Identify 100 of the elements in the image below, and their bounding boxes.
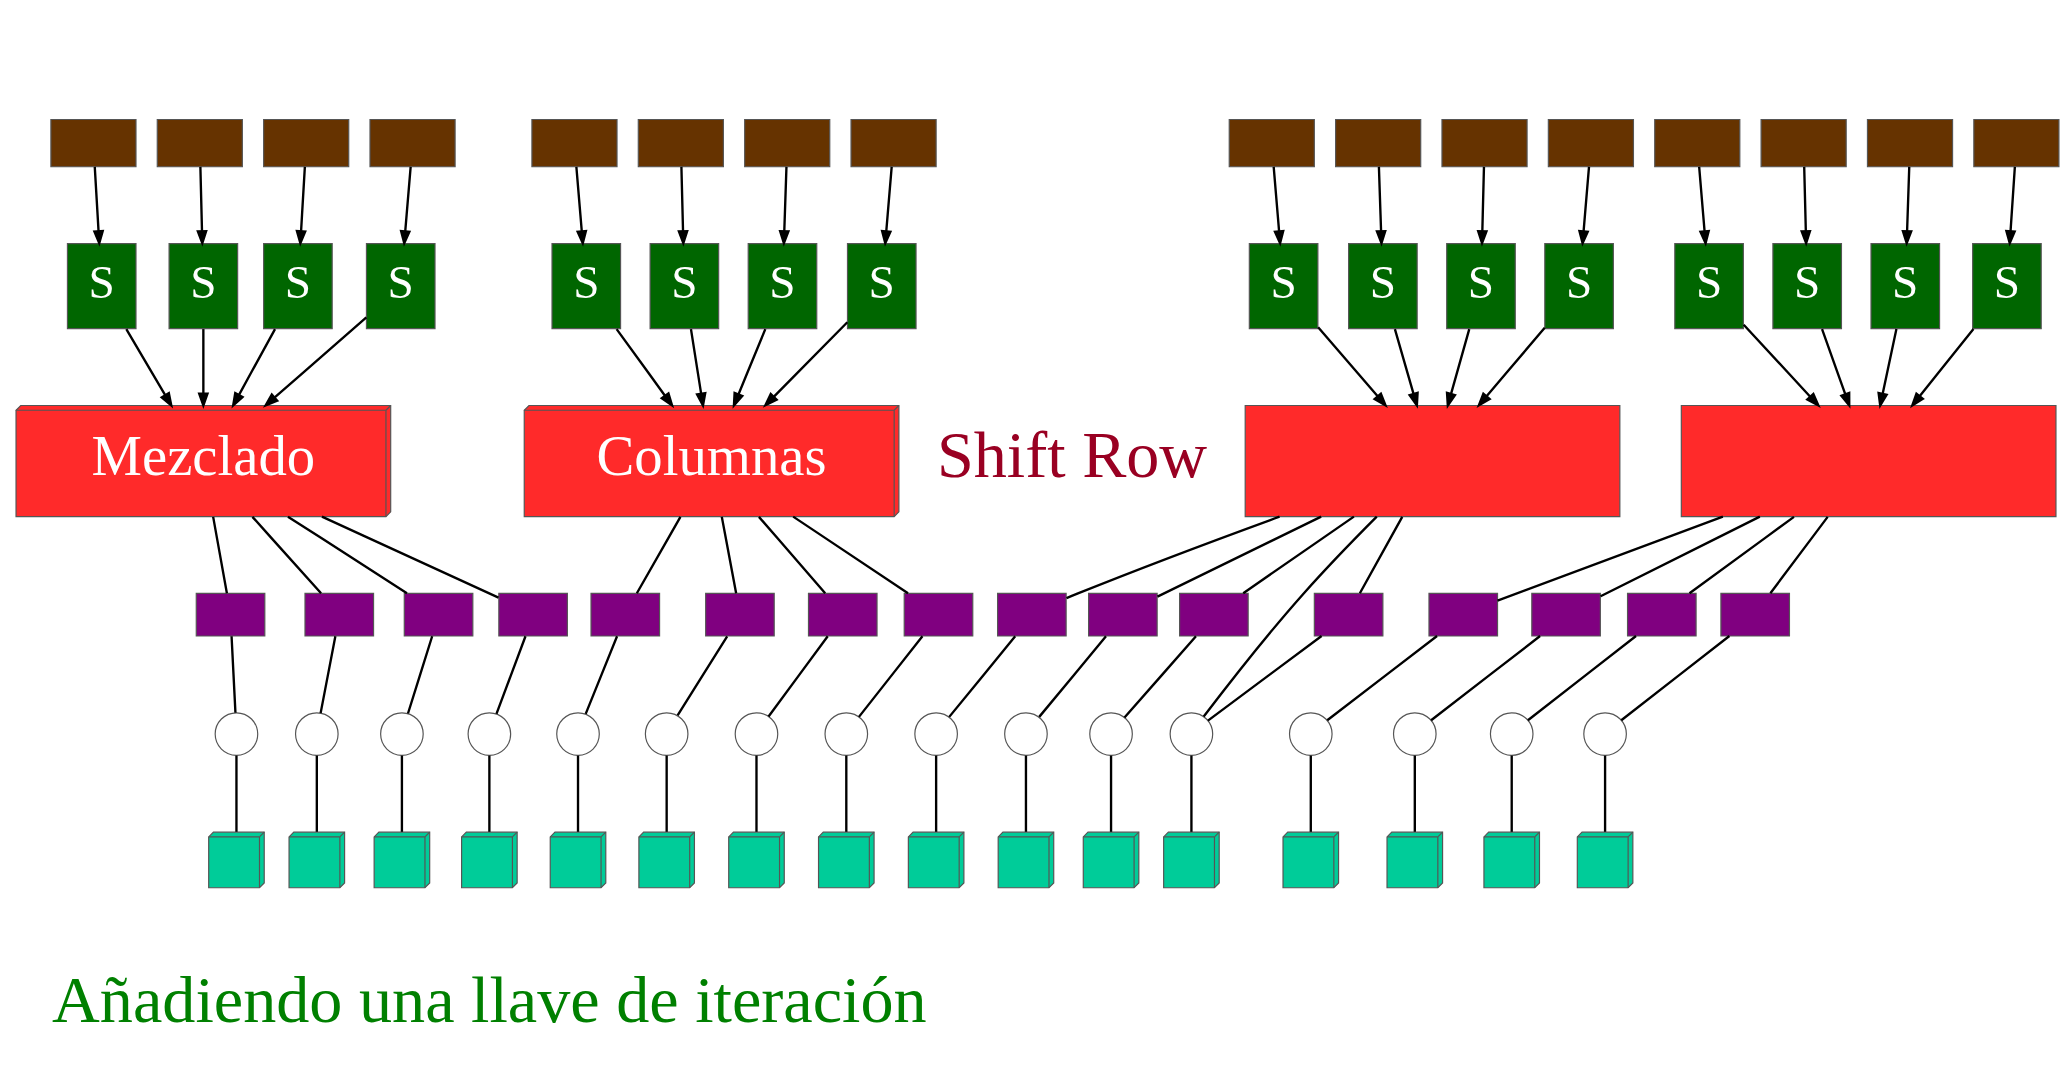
connector bbox=[1430, 635, 1541, 722]
connector bbox=[230, 636, 237, 713]
node-box: S bbox=[1674, 243, 1744, 330]
connector bbox=[755, 755, 758, 832]
connector bbox=[665, 755, 668, 832]
arrow bbox=[880, 166, 893, 247]
connector bbox=[1326, 635, 1438, 722]
label: Shift Row bbox=[936, 418, 1208, 492]
connector bbox=[287, 515, 408, 595]
arrow bbox=[399, 166, 412, 247]
connector bbox=[251, 516, 322, 595]
node-circle bbox=[1004, 712, 1048, 756]
arrow bbox=[1742, 323, 1821, 409]
node-box: S bbox=[1348, 243, 1418, 330]
node-circle bbox=[1392, 712, 1437, 756]
node-box: S bbox=[551, 243, 622, 330]
node-box bbox=[1428, 592, 1499, 637]
arrow bbox=[689, 328, 707, 409]
connector bbox=[758, 516, 827, 595]
arrow bbox=[1445, 328, 1471, 409]
connector bbox=[1207, 635, 1323, 722]
node-box: S bbox=[649, 243, 720, 330]
connector bbox=[1156, 515, 1322, 598]
arrow bbox=[1800, 166, 1812, 247]
arrow bbox=[1272, 166, 1285, 247]
arrow bbox=[2004, 166, 2017, 247]
connector bbox=[934, 755, 938, 832]
node-box bbox=[1680, 404, 2057, 518]
connector bbox=[1066, 515, 1280, 600]
node-box bbox=[195, 592, 266, 637]
connector bbox=[1413, 755, 1416, 832]
connector bbox=[948, 635, 1017, 718]
arrow bbox=[262, 316, 368, 408]
connector bbox=[1109, 755, 1113, 832]
connector bbox=[1309, 755, 1312, 832]
arrow bbox=[1698, 166, 1711, 247]
arrow bbox=[1476, 166, 1489, 247]
connector bbox=[576, 755, 580, 832]
arrow bbox=[196, 166, 208, 247]
node-box: S bbox=[1446, 243, 1516, 330]
arrow bbox=[92, 166, 105, 247]
arrow bbox=[615, 328, 675, 409]
node-box bbox=[1531, 592, 1601, 637]
node-box bbox=[1088, 592, 1158, 637]
node-box bbox=[1547, 118, 1635, 168]
connector bbox=[488, 755, 491, 832]
node-box bbox=[807, 592, 878, 637]
connector bbox=[1769, 516, 1829, 594]
node-circle bbox=[467, 712, 512, 756]
node-box bbox=[1179, 592, 1249, 637]
node-box bbox=[1313, 592, 1384, 637]
connector bbox=[406, 635, 434, 714]
node-box bbox=[705, 592, 775, 637]
connector bbox=[1190, 755, 1193, 832]
arrow bbox=[1393, 328, 1419, 409]
arrow bbox=[295, 166, 307, 247]
connector bbox=[495, 635, 527, 715]
node-circle bbox=[294, 712, 339, 756]
node-circle bbox=[824, 712, 869, 756]
node-box bbox=[50, 118, 137, 168]
node-circle bbox=[644, 712, 689, 756]
connector bbox=[1688, 515, 1795, 595]
connector bbox=[1603, 755, 1607, 832]
node-box bbox=[903, 592, 974, 637]
node-circle bbox=[1089, 712, 1133, 756]
arrow bbox=[778, 166, 791, 247]
arrow bbox=[1877, 328, 1898, 409]
node-box bbox=[1335, 118, 1422, 168]
node-box bbox=[1441, 118, 1528, 168]
connector bbox=[858, 635, 924, 718]
node-box bbox=[1228, 118, 1315, 168]
node-circle bbox=[1583, 712, 1627, 756]
connector bbox=[1497, 515, 1724, 602]
node-circle bbox=[1169, 712, 1214, 756]
node-box bbox=[637, 118, 724, 168]
connector bbox=[1123, 635, 1197, 719]
connector bbox=[1620, 635, 1731, 722]
node-box bbox=[1626, 592, 1697, 637]
node-box: S bbox=[1972, 243, 2042, 330]
node-box bbox=[403, 592, 474, 637]
label: Añadiendo una llave de iteración bbox=[52, 963, 927, 1037]
arrow bbox=[1901, 166, 1913, 247]
connector bbox=[1242, 515, 1355, 595]
arrow bbox=[1375, 166, 1387, 247]
node-circle bbox=[380, 712, 424, 756]
node-box: S bbox=[1544, 243, 1614, 330]
connector bbox=[635, 516, 682, 594]
arrow bbox=[1910, 328, 1975, 409]
node-box bbox=[850, 118, 937, 168]
connector bbox=[1600, 515, 1761, 598]
connector bbox=[315, 755, 318, 832]
node-box bbox=[590, 592, 661, 637]
node-box bbox=[997, 592, 1067, 637]
node-box bbox=[531, 118, 618, 168]
node-box bbox=[744, 118, 831, 168]
connector bbox=[1024, 755, 1028, 832]
arrow bbox=[125, 328, 174, 409]
connector bbox=[400, 755, 404, 832]
connector bbox=[1038, 635, 1107, 718]
connector bbox=[792, 515, 909, 595]
